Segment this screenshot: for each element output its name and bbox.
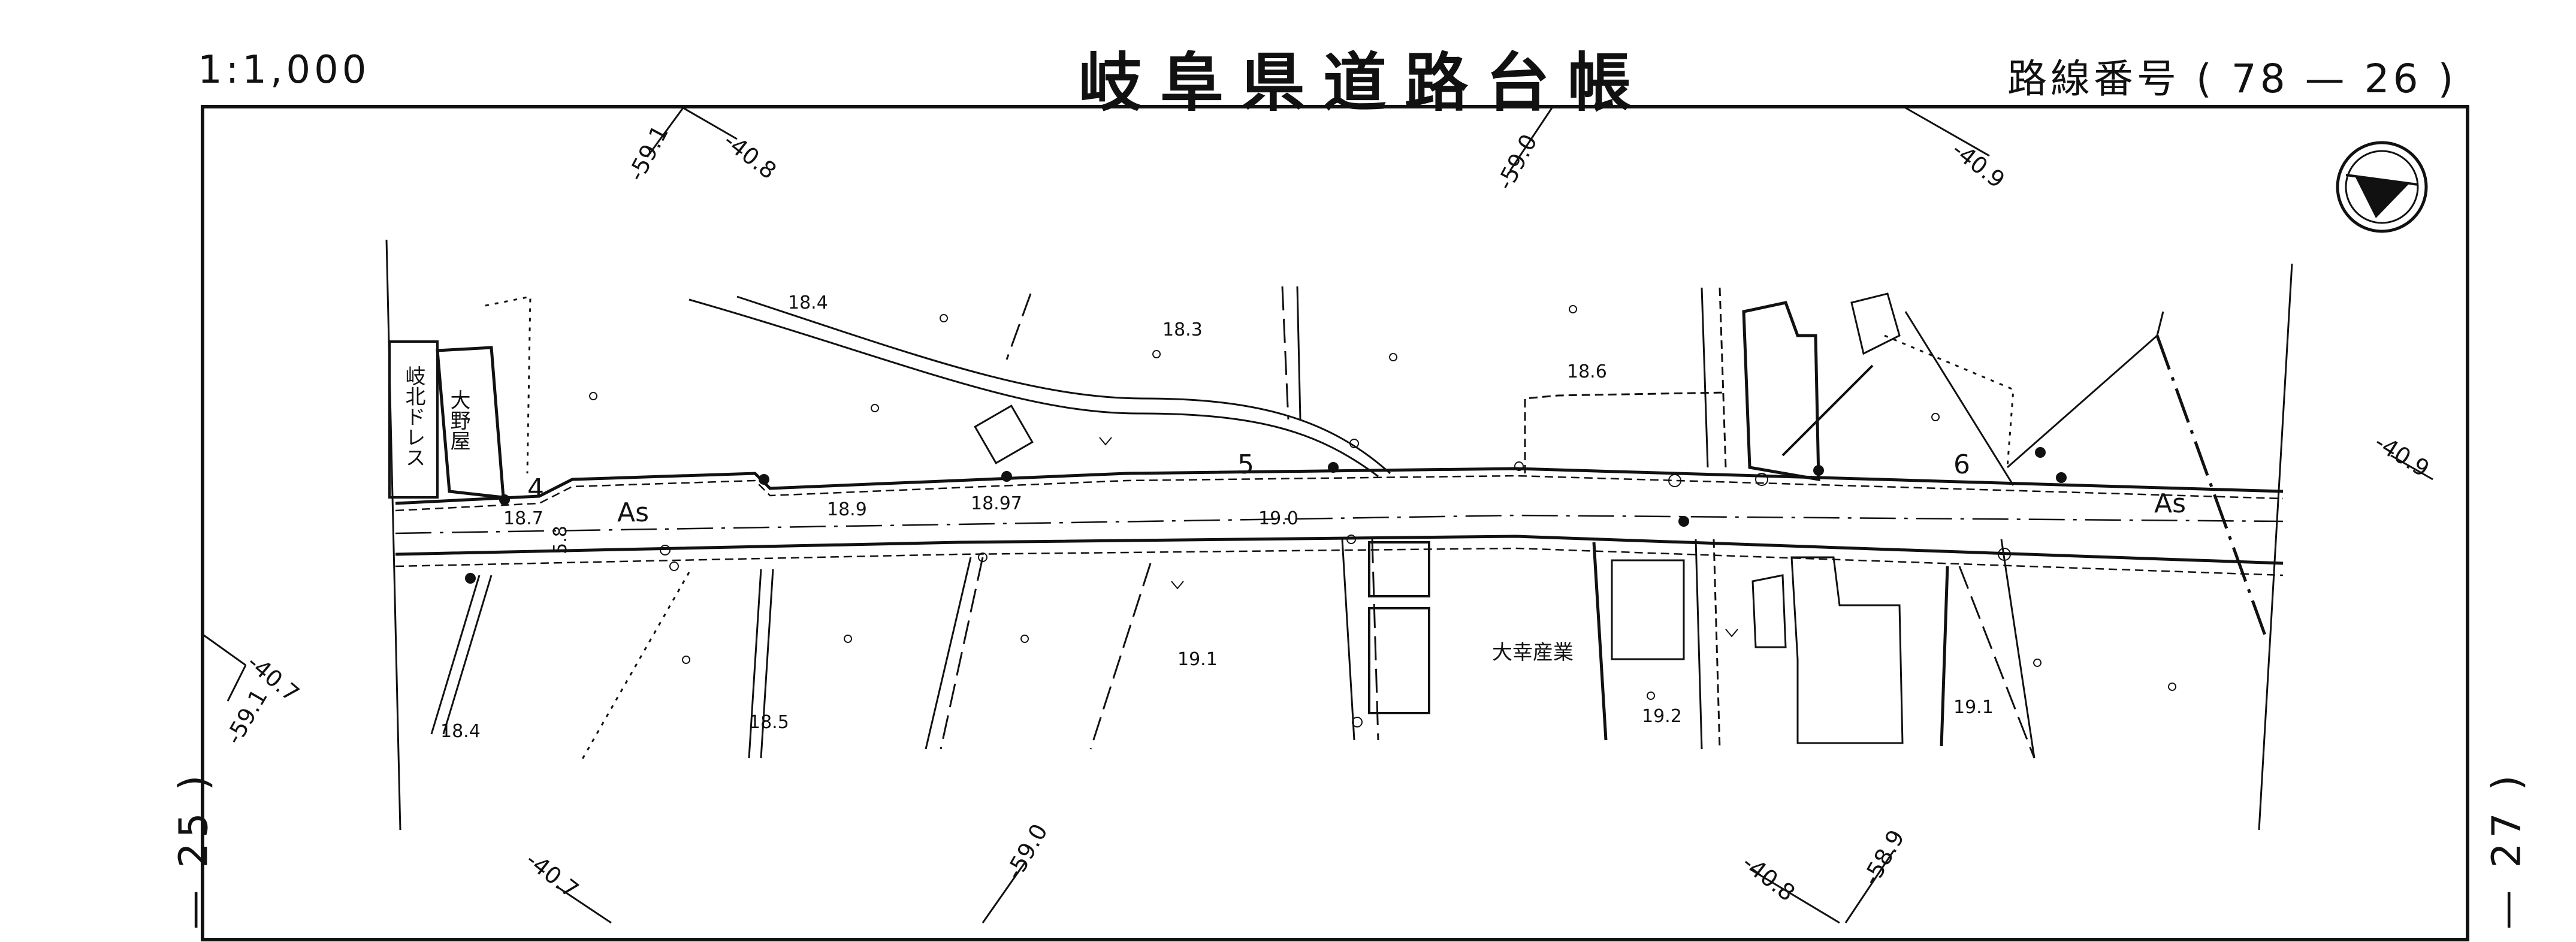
route-number: 路線番号 ( 78 — 26 ) bbox=[2007, 47, 2457, 104]
elevation: 19.0 bbox=[1258, 508, 1298, 529]
grid-label: -59.0 bbox=[1001, 819, 1053, 883]
elevation: 19.2 bbox=[1642, 706, 1682, 727]
surface-label-left: As bbox=[617, 497, 649, 528]
map-scale: 1:1,000 bbox=[198, 48, 370, 92]
buildings bbox=[388, 292, 1904, 744]
grid-label: -40.8 bbox=[1737, 849, 1800, 906]
surface-label-right: As bbox=[2154, 488, 2186, 519]
building-name-gihoku-dress: 岐北ドレス bbox=[401, 366, 425, 467]
grid-label: -59.1 bbox=[623, 121, 674, 185]
survey-boundary bbox=[385, 239, 2293, 831]
station-numbers: 4 5 6 bbox=[527, 449, 1970, 504]
elevation: 18.7 bbox=[503, 508, 543, 529]
grid-label: -58.9 bbox=[1858, 825, 1910, 889]
elevation: 19.1 bbox=[1953, 697, 1994, 718]
side-roads bbox=[430, 286, 2267, 762]
elevations: 18.4 18.3 18.6 18.7 18.9 18.97 19.0 18.5… bbox=[440, 292, 1994, 742]
route-open-paren: ( bbox=[2196, 56, 2215, 102]
elevation: 18.9 bbox=[827, 499, 867, 520]
building-name-ono-ya: 大野屋 bbox=[446, 390, 470, 451]
grid-labels: -59.1 -40.8 -59.0 -40.9 -40.9 -40.7 -59.… bbox=[221, 121, 2434, 907]
elevation: 18.5 bbox=[749, 712, 789, 733]
north-arrow-icon bbox=[2336, 141, 2428, 233]
elevation: 18.4 bbox=[788, 292, 828, 313]
road-width: 5.8 bbox=[550, 526, 571, 554]
grid-label: -40.9 bbox=[2370, 428, 2434, 482]
grid-label: -40.9 bbox=[1947, 136, 2010, 193]
route-close-paren: ) bbox=[2438, 56, 2457, 102]
elevation: 18.3 bbox=[1162, 319, 1203, 340]
grid-label: -59.1 bbox=[221, 684, 273, 748]
elevation: 18.4 bbox=[440, 721, 481, 742]
building-names: 岐北ドレス 大野屋 大幸産業 bbox=[401, 366, 1574, 665]
point-symbols bbox=[465, 439, 2067, 727]
main-road bbox=[395, 467, 2284, 576]
ground-marks bbox=[589, 305, 2177, 700]
grid-label: -40.8 bbox=[718, 127, 781, 184]
elevation: 18.97 bbox=[971, 493, 1022, 514]
station-number: 4 bbox=[527, 473, 544, 504]
elevation: 19.1 bbox=[1177, 649, 1218, 670]
building-name-daiko-sangyo: 大幸産業 bbox=[1492, 641, 1574, 665]
grid-label: -40.7 bbox=[521, 846, 584, 903]
route-number-value: 78 — 26 bbox=[2231, 56, 2422, 102]
grid-label: -59.0 bbox=[1491, 130, 1542, 194]
road-labels: As As 5.8 bbox=[550, 488, 2186, 554]
station-number: 6 bbox=[1953, 449, 1970, 480]
route-label: 路線番号 bbox=[2007, 56, 2180, 102]
station-number: 5 bbox=[1237, 449, 1254, 480]
elevation: 18.6 bbox=[1567, 361, 1607, 382]
grid-ticks bbox=[203, 107, 2433, 924]
map-frame bbox=[201, 105, 2469, 941]
